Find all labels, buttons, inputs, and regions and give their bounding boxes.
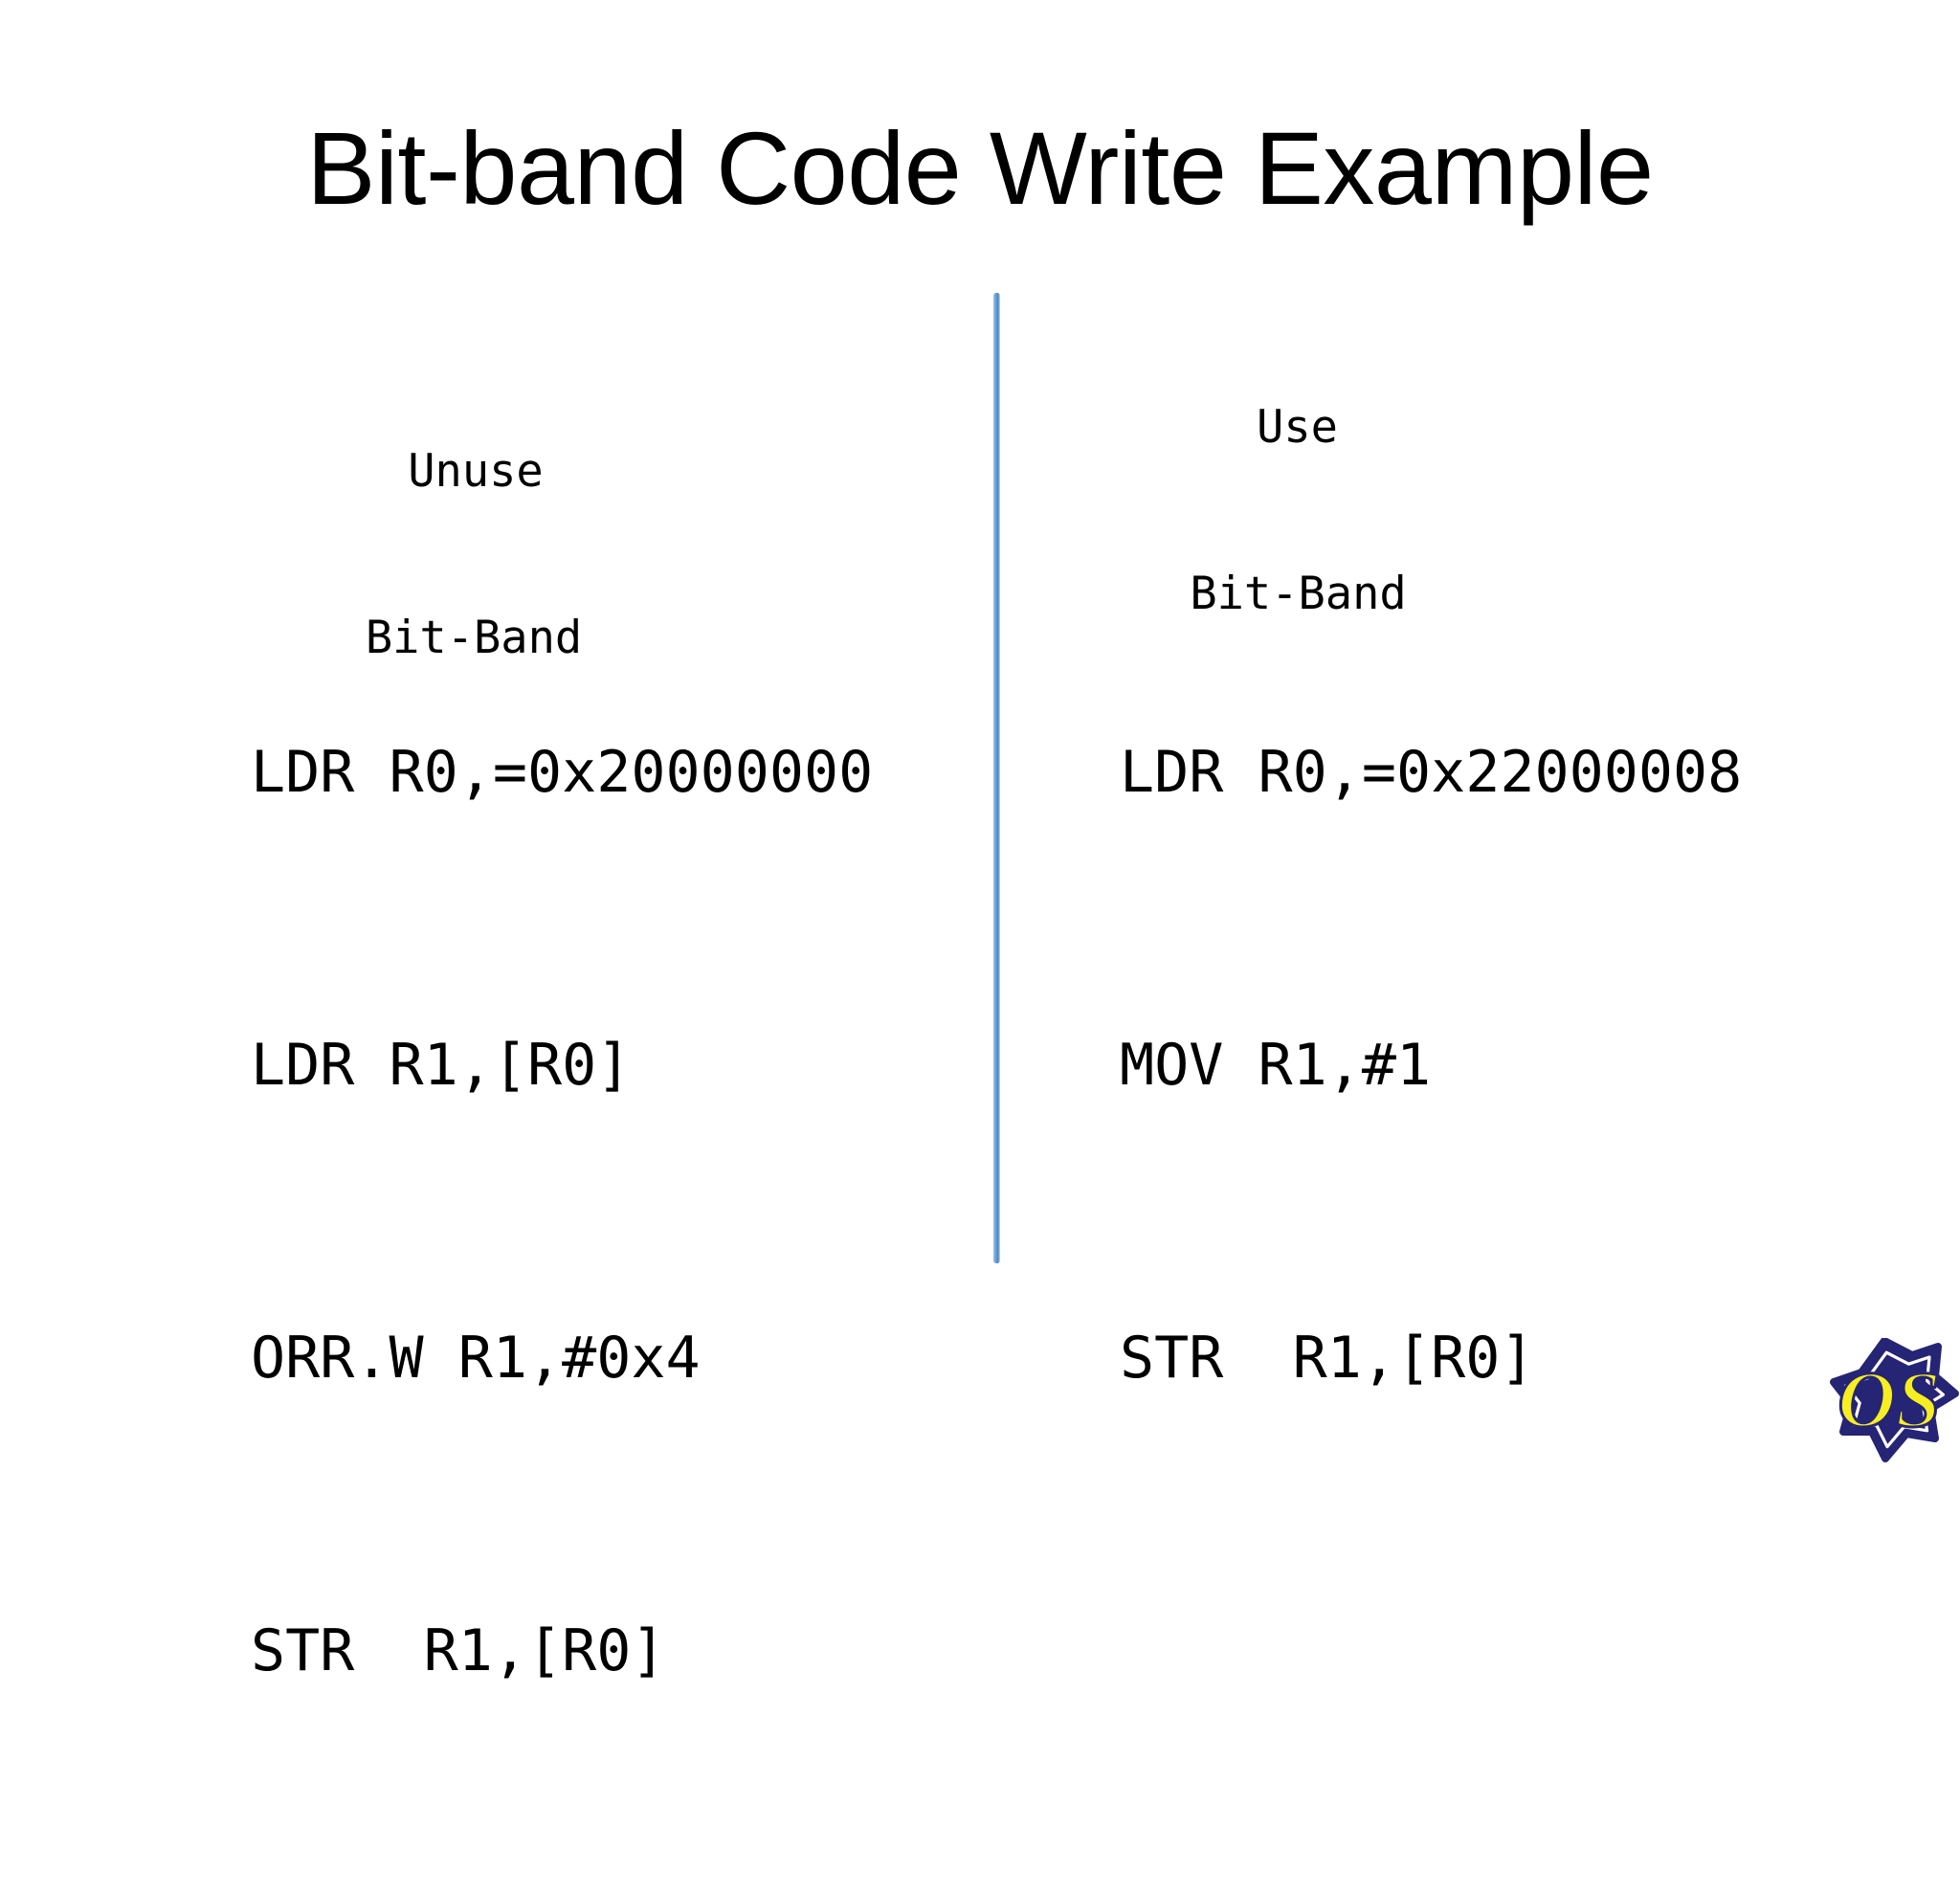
code-line: STR R1,[R0] [1120, 1325, 1535, 1392]
code-line: LDR R0,=0x22000008 [1120, 739, 1743, 806]
right-header-line-2: Bit-Band [1190, 568, 1407, 620]
code-line: MOV R1,#1 [1120, 1032, 1432, 1099]
vertical-divider [993, 293, 1000, 1263]
page-title: Bit-band Code Write Example [306, 110, 1654, 226]
code-line: LDR R1,[R0] [251, 1032, 632, 1099]
right-column-header: Use Bit-Band [1000, 289, 1960, 733]
code-line: ORR.W R1,#0x4 [251, 1325, 701, 1392]
os-logo-text: OS [1838, 1355, 1940, 1444]
star-burst-icon [1830, 1338, 1959, 1462]
right-code-block: LDR R0,=0x22000008 MOV R1,#1 STR R1,[R0] [1120, 528, 1742, 1602]
code-line: STR R1,[R0] [251, 1617, 666, 1684]
slide-canvas: Bit-band Code Write Example Unuse Bit-Ba… [0, 110, 1960, 1684]
left-header-line-2: Bit-Band [365, 612, 583, 664]
os-logo: OS [1830, 1338, 1960, 1466]
code-line: LDR R0,=0x20000000 [251, 739, 874, 806]
left-header-line-1: Unuse [408, 445, 544, 498]
left-code-block: LDR R0,=0x20000000 LDR R1,[R0] ORR.W R1,… [251, 528, 873, 1895]
left-column-header: Unuse Bit-Band [0, 333, 993, 777]
right-header-line-1: Use [1257, 401, 1338, 454]
